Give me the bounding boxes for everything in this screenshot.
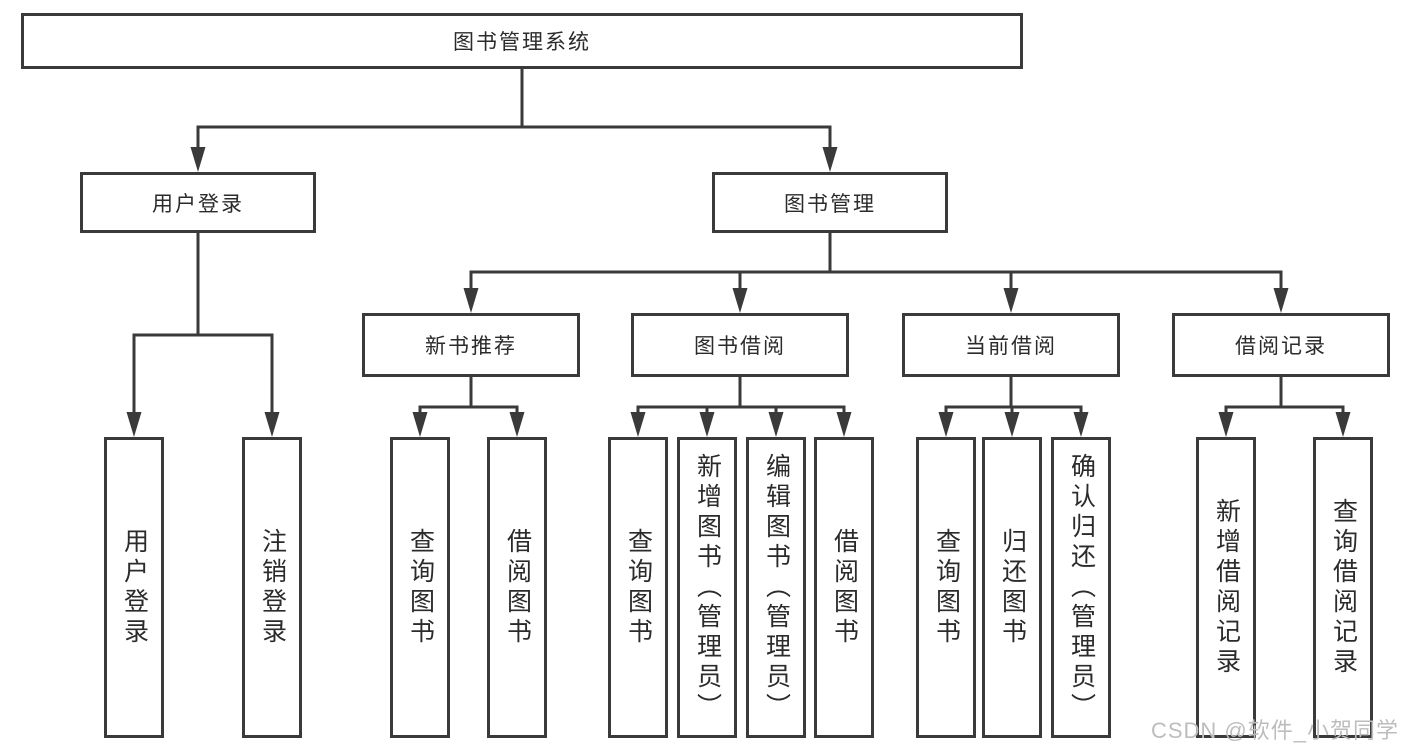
leaf-confirm-return-admin: 确认归还（管理员）	[1051, 437, 1111, 738]
leaf-label: 编辑图书（管理员）	[762, 452, 791, 723]
leaf-label: 借阅图书	[503, 527, 532, 648]
node-new-book-recommend: 新书推荐	[362, 313, 580, 377]
node-book-borrowing: 图书借阅	[631, 313, 849, 377]
leaf-label: 查询图书	[406, 527, 435, 648]
leaf-label: 查询图书	[932, 527, 961, 648]
leaf-label: 归还图书	[998, 527, 1027, 648]
csdn-watermark: CSDN @软件_小贺同学	[1150, 718, 1399, 743]
leaf-borrow-books-2: 借阅图书	[814, 437, 874, 738]
leaf-borrow-books-1: 借阅图书	[487, 437, 547, 738]
leaf-query-books-1: 查询图书	[390, 437, 450, 738]
leaf-label: 注销登录	[258, 527, 287, 648]
leaf-logout: 注销登录	[242, 437, 302, 738]
leaf-query-books-3: 查询图书	[916, 437, 976, 738]
leaf-label: 用户登录	[120, 527, 149, 648]
leaf-query-books-2: 查询图书	[608, 437, 668, 738]
leaf-label: 确认归还（管理员）	[1067, 452, 1096, 723]
leaf-add-book-admin: 新增图书（管理员）	[677, 437, 737, 738]
leaf-label: 查询图书	[624, 527, 653, 648]
leaf-label: 新增图书（管理员）	[693, 452, 722, 723]
leaf-add-borrow-record: 新增借阅记录	[1196, 437, 1256, 738]
leaf-user-login: 用户登录	[104, 437, 164, 738]
node-root-library-system: 图书管理系统	[21, 13, 1023, 69]
leaf-return-book: 归还图书	[982, 437, 1042, 738]
node-user-login: 用户登录	[80, 172, 316, 233]
node-book-management: 图书管理	[712, 172, 948, 233]
node-borrowing-records: 借阅记录	[1172, 313, 1390, 377]
leaf-label: 查询借阅记录	[1329, 497, 1358, 678]
leaf-query-borrow-record: 查询借阅记录	[1313, 437, 1373, 738]
leaf-label: 借阅图书	[830, 527, 859, 648]
leaf-label: 新增借阅记录	[1212, 497, 1241, 678]
node-current-borrowing: 当前借阅	[902, 313, 1120, 377]
leaf-edit-book-admin: 编辑图书（管理员）	[746, 437, 806, 738]
